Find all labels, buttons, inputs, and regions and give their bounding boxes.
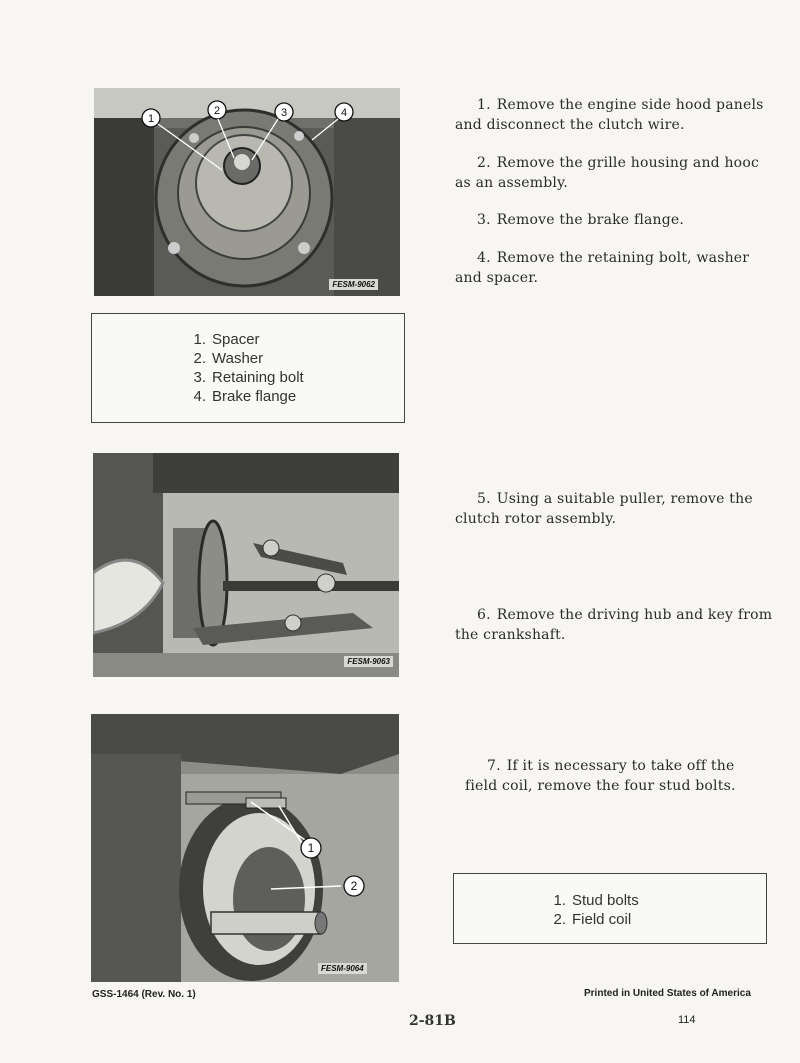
figure-label: FESM-9064 bbox=[318, 963, 367, 974]
callout-4: 4 bbox=[341, 107, 347, 119]
figure-label: FESM-9063 bbox=[344, 656, 393, 667]
step-5: 5.Using a suitable puller, remove the cl… bbox=[455, 491, 753, 527]
page-code: 2-81B bbox=[409, 1013, 456, 1029]
figure-label: FESM-9062 bbox=[329, 279, 378, 290]
step-4: 4.Remove the retaining bolt, washer and … bbox=[455, 250, 750, 286]
step-7: 7.If it is necessary to take off the fie… bbox=[465, 758, 736, 794]
page-number: 114 bbox=[678, 1014, 696, 1026]
callout-2: 2 bbox=[214, 105, 220, 117]
callout-2: 2 bbox=[351, 879, 358, 893]
callout-1: 1 bbox=[148, 113, 154, 125]
figure-legend-2: 1.Stud bolts 2.Field coil bbox=[453, 873, 767, 944]
document-code: GSS-1464 (Rev. No. 1) bbox=[92, 989, 196, 1000]
legend-item: 3.Retaining bolt bbox=[193, 369, 304, 386]
figure-photo-3: 1 2 FESM-9064 bbox=[91, 714, 399, 982]
figure-legend-1: 1.Spacer 2.Washer 3.Retaining bolt 4.Bra… bbox=[91, 313, 405, 423]
figure-photo-2: FESM-9063 bbox=[93, 453, 399, 677]
callout-1: 1 bbox=[308, 841, 315, 855]
clutch-assembly-illustration: 1 2 3 4 bbox=[94, 88, 400, 296]
step-2: 2.Remove the grille housing and hooc as … bbox=[455, 155, 759, 191]
field-coil-illustration: 1 2 bbox=[91, 714, 399, 982]
legend-item: 1.Spacer bbox=[193, 331, 260, 348]
figure-photo-1: 1 2 3 4 FESM-9062 bbox=[94, 88, 400, 296]
step-1: 1.Remove the engine side hood panels and… bbox=[455, 97, 764, 133]
print-notice: Printed in United States of America bbox=[584, 988, 751, 999]
step-3: 3.Remove the brake flange. bbox=[477, 212, 685, 228]
legend-item: 2.Field coil bbox=[553, 911, 632, 928]
legend-item: 1.Stud bolts bbox=[553, 892, 639, 909]
legend-item: 2.Washer bbox=[193, 350, 264, 367]
callout-3: 3 bbox=[281, 107, 287, 119]
puller-illustration bbox=[93, 453, 399, 677]
legend-item: 4.Brake flange bbox=[193, 388, 297, 405]
step-6: 6.Remove the driving hub and key from th… bbox=[455, 607, 773, 643]
